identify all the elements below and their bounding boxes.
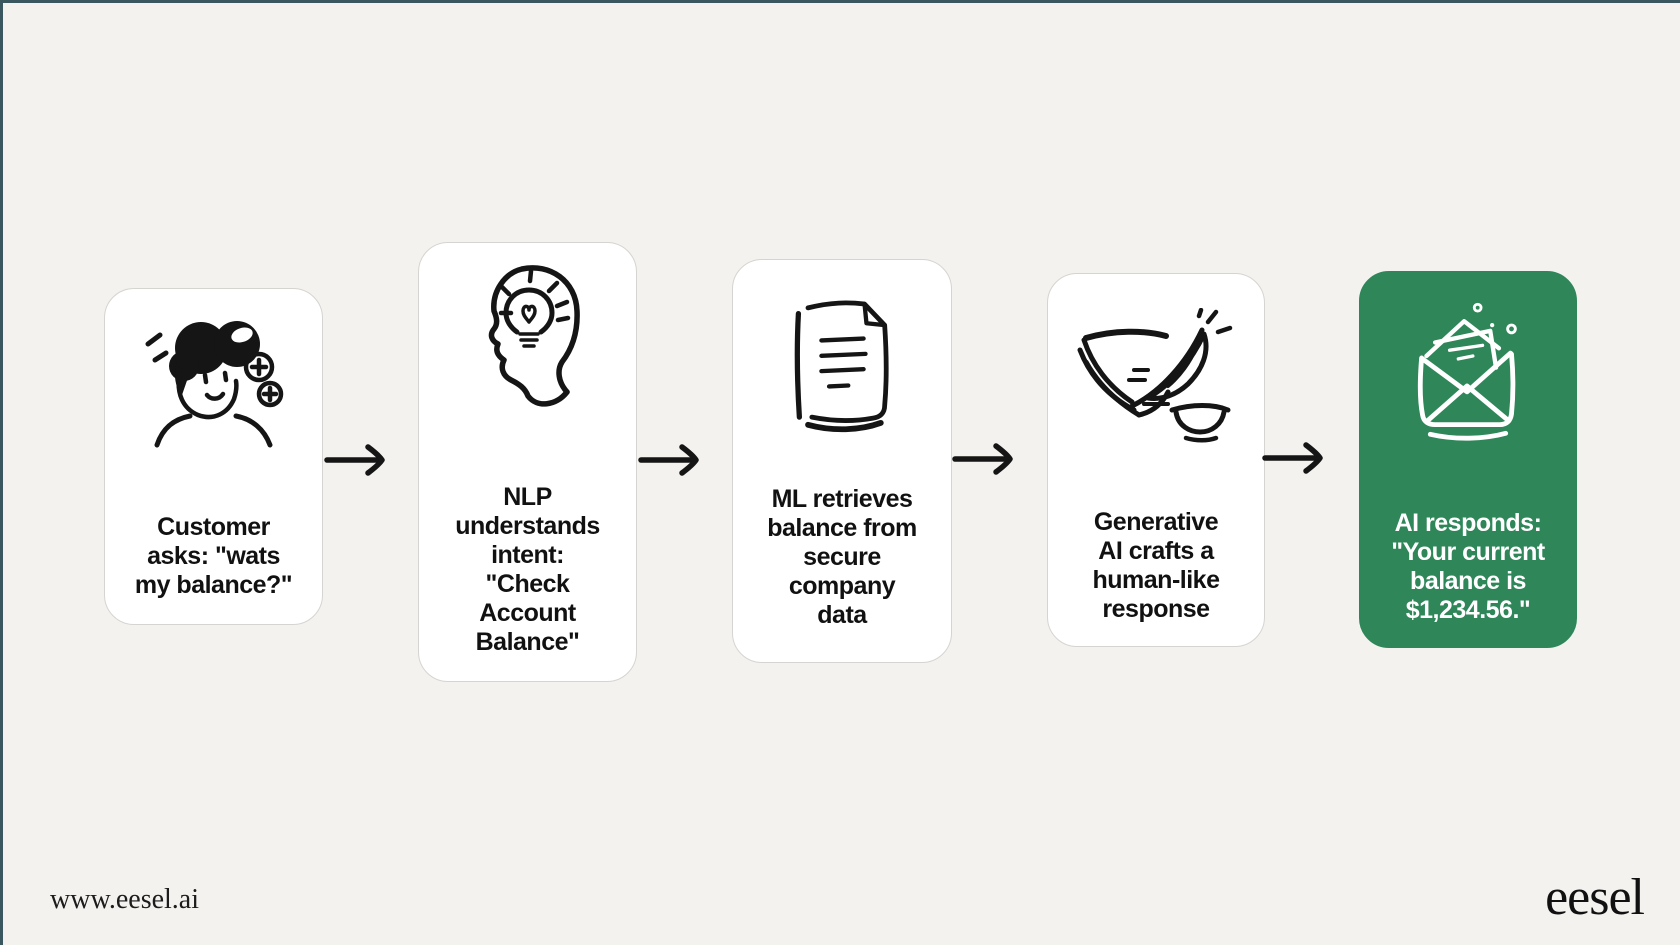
label-line: Account: [479, 599, 576, 627]
label-line: secure: [803, 543, 881, 571]
flow-card-ai-response: AI responds: "Your current balance is $1…: [1359, 271, 1577, 648]
label-line: balance is: [1410, 567, 1526, 595]
document-icon: [785, 290, 900, 435]
flow-arrow: [1262, 442, 1323, 474]
card-label-customer: Customer asks: "wats my balance?": [134, 513, 293, 600]
top-frame-line: [0, 0, 1680, 3]
envelope-icon: [1404, 298, 1532, 443]
label-line: understands: [455, 512, 600, 540]
card-label-nlp: NLP understands intent: "Check Account B…: [455, 483, 600, 657]
label-line: ML retrieves: [771, 485, 913, 513]
label-line: balance from: [767, 514, 917, 542]
label-line: $1,234.56.": [1405, 596, 1531, 624]
quill-icon: [1074, 307, 1239, 443]
flow-card-ml: ML retrieves balance from secure company…: [732, 259, 952, 663]
label-line: NLP: [503, 483, 552, 511]
label-line: human-like: [1092, 566, 1220, 594]
label-line: "Your current: [1391, 538, 1545, 566]
label-line: AI responds:: [1394, 509, 1542, 537]
label-line: my balance?": [134, 571, 293, 599]
flow-card-nlp: NLP understands intent: "Check Account B…: [418, 242, 637, 682]
flow-arrow: [324, 444, 385, 476]
head-lightbulb-icon: [464, 261, 592, 411]
left-frame-line: [0, 0, 3, 945]
card-label-ai-response: AI responds: "Your current balance is $1…: [1391, 509, 1545, 625]
flow-arrow: [952, 443, 1013, 475]
card-label-generative-ai: Generative AI crafts a human-like respon…: [1093, 508, 1220, 624]
label-line: response: [1102, 595, 1210, 623]
website-url: www.eesel.ai: [50, 884, 200, 915]
label-line: Generative: [1093, 508, 1219, 536]
label-line: asks: "wats: [147, 542, 280, 570]
label-line: AI crafts a: [1098, 537, 1214, 565]
label-line: company: [788, 572, 896, 600]
label-line: Balance": [475, 628, 580, 656]
label-line: "Check: [485, 570, 570, 598]
customer-icon: [139, 303, 289, 448]
flow-arrow: [638, 444, 699, 476]
flow-card-generative-ai: Generative AI crafts a human-like respon…: [1047, 273, 1265, 647]
flow-card-customer: Customer asks: "wats my balance?": [104, 288, 323, 625]
brand-wordmark: eesel: [1545, 869, 1645, 926]
card-label-ml: ML retrieves balance from secure company…: [767, 485, 917, 630]
label-line: intent:: [491, 541, 564, 569]
label-line: data: [817, 601, 867, 629]
label-line: Customer: [157, 513, 270, 541]
